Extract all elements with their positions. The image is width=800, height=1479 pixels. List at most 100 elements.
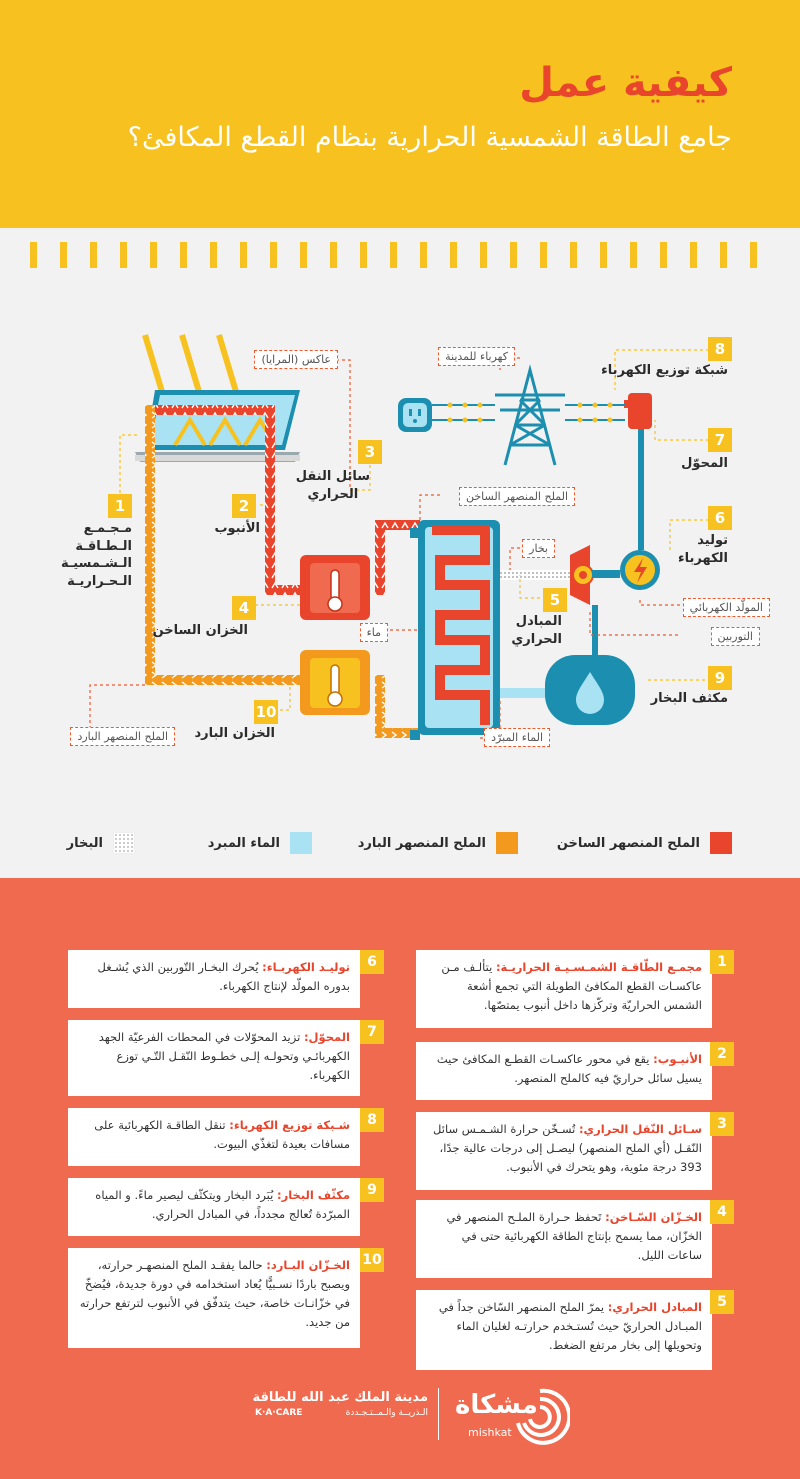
card-1-number: 1 xyxy=(710,950,734,974)
card-1-title: مجمـع الطّاقـة الشمـسـيـة الحراريـة: xyxy=(495,960,702,974)
card-4-title: الخـزّان السّـاخن: xyxy=(605,1210,702,1224)
card-5: المبادل الحراري: يمرّ الملح المنصهر السّ… xyxy=(416,1290,712,1370)
step-number-6: 6 xyxy=(708,506,732,530)
legend-swatch-hot xyxy=(710,832,732,854)
legend-cooled-water-label: الماء المبرد xyxy=(207,835,280,851)
card-2-text: يقع في محور عاكسـات القطـع المكافئ حيث ي… xyxy=(436,1052,702,1085)
header: كيفية عمل جامع الطاقة الشمسية الحرارية ب… xyxy=(0,0,800,228)
solar-collector xyxy=(135,390,300,462)
card-3: سـائل النّقل الحراري: تُسـخّن حرارة الشـ… xyxy=(416,1112,712,1190)
step-number-8: 8 xyxy=(708,337,732,361)
card-3-text: تُسـخّن حرارة الشـمـس سائل النّقـل (أي ا… xyxy=(433,1122,702,1174)
card-1: مجمـع الطّاقـة الشمـسـيـة الحراريـة: يتأ… xyxy=(416,950,712,1028)
label-transformer: المحوّل xyxy=(681,456,728,471)
cold-tank xyxy=(300,650,370,715)
label-hot-tank: الخزان الساخن xyxy=(152,623,248,638)
card-3-title: سـائل النّقل الحراري: xyxy=(578,1122,702,1136)
legend-cold-salt: الملح المنصهر البارد xyxy=(358,832,518,854)
heat-exchanger xyxy=(410,520,500,740)
cooled-water-pipe xyxy=(500,688,545,698)
page-title: كيفية عمل xyxy=(519,60,732,106)
step-number-4: 4 xyxy=(232,596,256,620)
card-4-number: 4 xyxy=(710,1200,734,1224)
tag-cooled-water: الماء المبرّد xyxy=(484,728,550,747)
card-5-title: المبادل الحراري: xyxy=(607,1300,702,1314)
card-10-title: الخـزّان البـارد: xyxy=(266,1258,350,1272)
label-collector: مـجـمـع الـطـاقـة الـشـمسيـة الـحـراريـة xyxy=(60,521,132,589)
card-10-number: 10 xyxy=(360,1248,384,1272)
card-4: الخـزّان السّـاخن: تَحفظ حـرارة الملـح ا… xyxy=(416,1200,712,1278)
card-8-number: 8 xyxy=(360,1108,384,1132)
card-7-number: 7 xyxy=(360,1020,384,1044)
card-2-number: 2 xyxy=(710,1042,734,1066)
step-number-3: 3 xyxy=(358,440,382,464)
tag-water: ماء xyxy=(359,623,388,642)
kacare-name-ar: مدينة الملك عبد الله للطاقة xyxy=(252,1390,428,1405)
card-5-text: يمرّ الملح المنصهر السّاخن جداً في المبـ… xyxy=(438,1300,702,1352)
card-4-text: تَحفظ حـرارة الملـح المنصهر في الخزّان، … xyxy=(446,1210,702,1262)
tag-turbine: التوربين xyxy=(710,627,760,646)
card-6-text: يُحرك البخـار التّوربين الذي يُشـغل بدور… xyxy=(97,960,350,993)
page-subtitle: جامع الطاقة الشمسية الحرارية بنظام القطع… xyxy=(127,122,732,153)
mishkat-brand-ar: مشكاة xyxy=(455,1390,538,1420)
card-7: المحوّل: تزيد المحوّلات في المحطات الفرع… xyxy=(68,1020,360,1096)
label-generation: توليد الكهرباء xyxy=(678,533,728,566)
step-number-9: 9 xyxy=(708,666,732,690)
kacare-sub-ar: الـذريــة والـمــتـجـددة xyxy=(345,1408,428,1418)
card-9-text: يُبَرد البخار ويتكثّف ليصير ماءً. و المي… xyxy=(95,1188,350,1221)
tag-steam: بخار xyxy=(522,539,555,558)
card-1-text: يتألـف مـن عاكسـات القطع المكافئ الطويلة… xyxy=(441,960,702,1012)
card-5-number: 5 xyxy=(710,1290,734,1314)
tag-cold-salt: الملح المنصهر البارد xyxy=(70,727,175,746)
label-exchanger: المبادل الحراري xyxy=(511,614,562,647)
card-10: الخـزّان البـارد: حالما يفقـد الملح المن… xyxy=(68,1248,360,1348)
step-number-10: 10 xyxy=(254,700,278,724)
cold-salt-pipe xyxy=(145,405,420,738)
steam-condenser xyxy=(545,605,635,725)
footer-divider xyxy=(438,1388,439,1440)
mishkat-logo-icon xyxy=(516,1388,570,1445)
step-number-5: 5 xyxy=(543,588,567,612)
card-9: مكثّف البخار: يُبَرد البخار ويتكثّف ليصي… xyxy=(68,1178,360,1236)
legend-swatch-steam xyxy=(113,832,135,854)
tag-hot-salt: الملح المنصهر الساخن xyxy=(458,487,575,506)
hot-salt-pipe xyxy=(145,405,420,595)
legend-steam-label: البخار xyxy=(66,835,103,851)
kacare-name-en: K·A·CARE xyxy=(255,1408,303,1418)
card-6-number: 6 xyxy=(360,950,384,974)
legend-swatch-cold xyxy=(496,832,518,854)
generator-icon xyxy=(620,550,660,590)
mishkat-brand-en: mishkat xyxy=(468,1426,512,1439)
tag-city-power: كهرباء للمدينة xyxy=(438,347,515,366)
label-grid: شبكة توزيع الكهرباء xyxy=(601,363,728,378)
card-8-text: تنقل الطاقـة الكهربائية على مسافات بعيدة… xyxy=(94,1118,350,1151)
power-tower-icon xyxy=(495,364,565,466)
step-number-1: 1 xyxy=(108,494,132,518)
label-htf: سائل النقل الحراري xyxy=(295,469,370,502)
label-cold-tank: الخزان البارد xyxy=(194,726,275,741)
dash-divider xyxy=(30,242,757,268)
card-8: شـبكة توزيع الكهرباء: تنقل الطاقـة الكهر… xyxy=(68,1108,360,1166)
label-condenser: مكثف البخار xyxy=(650,691,728,706)
legend-swatch-water xyxy=(290,832,312,854)
card-8-title: شـبكة توزيع الكهرباء: xyxy=(229,1118,350,1132)
card-7-title: المحوّل: xyxy=(303,1030,350,1044)
card-2: الأنبـوب: يقع في محور عاكسـات القطـع الم… xyxy=(416,1042,712,1100)
card-9-title: مكثّف البخار: xyxy=(277,1188,350,1202)
legend-hot-salt-label: الملح المنصهر الساخن xyxy=(556,835,700,851)
legend-cold-salt-label: الملح المنصهر البارد xyxy=(357,835,486,851)
system-diagram xyxy=(89,334,715,740)
legend-hot-salt: الملح المنصهر الساخن xyxy=(557,832,732,854)
card-6-title: توليـد الكهربـاء: xyxy=(262,960,350,974)
legend-steam: البخار xyxy=(67,832,135,854)
label-pipe: الأنبوب xyxy=(214,521,260,536)
card-6: توليـد الكهربـاء: يُحرك البخـار التّوربي… xyxy=(68,950,360,1008)
power-outlet-icon xyxy=(398,398,432,432)
step-number-7: 7 xyxy=(708,428,732,452)
turbine-icon xyxy=(570,545,594,605)
explanations-section: مجمـع الطّاقـة الشمـسـيـة الحراريـة: يتأ… xyxy=(0,878,800,1479)
card-3-number: 3 xyxy=(710,1112,734,1136)
legend-cooled-water: الماء المبرد xyxy=(208,832,312,854)
card-9-number: 9 xyxy=(360,1178,384,1202)
